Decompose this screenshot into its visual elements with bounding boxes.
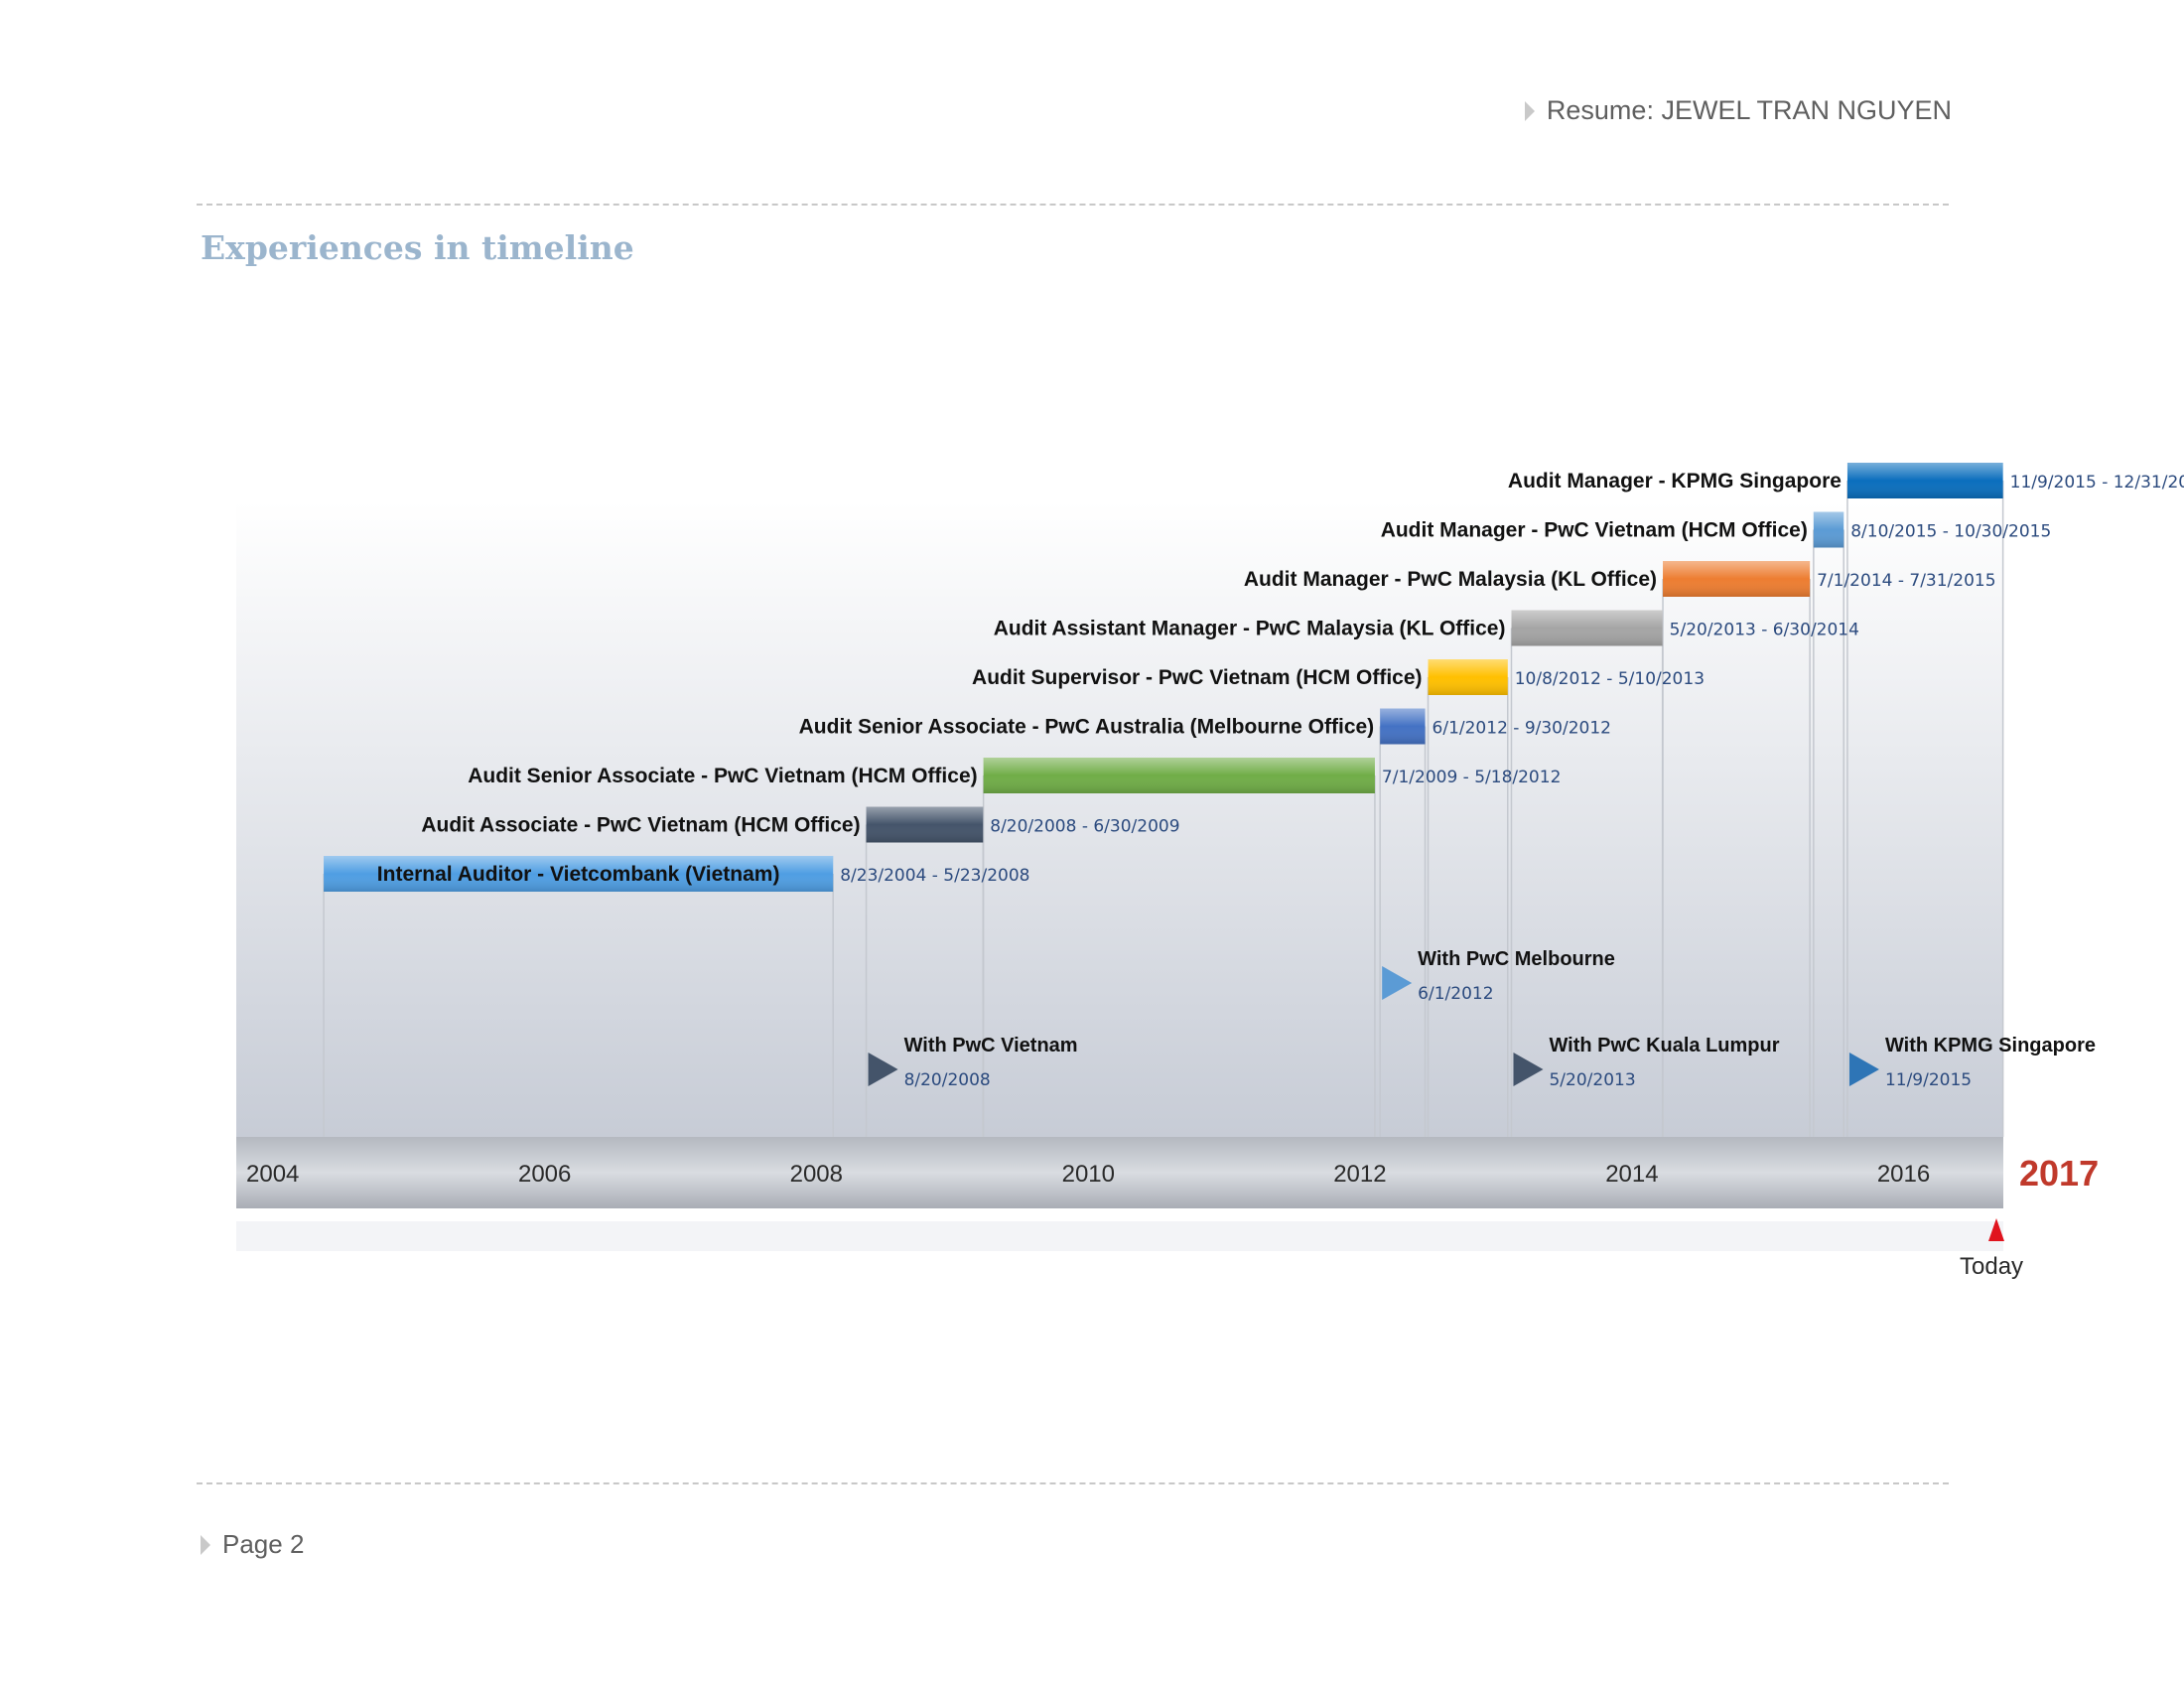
axis-reflection [236,1221,2003,1251]
task-date-range: 5/20/2013 - 6/30/2014 [1670,621,1859,640]
milestone-flag-icon [1513,1053,1544,1086]
task-date-range: 7/1/2009 - 5/18/2012 [1382,768,1561,787]
task-date-range: 7/1/2014 - 7/31/2015 [1817,571,1995,591]
milestone-label: With PwC Vietnam [904,1035,1078,1056]
milestone-date: 11/9/2015 [1885,1070,1972,1090]
axis-tick-label: 2012 [1333,1161,1386,1188]
task-bar-gloss [1428,659,1508,695]
task-bar-gloss [324,856,834,892]
task-date-range: 6/1/2012 - 9/30/2012 [1433,719,1611,739]
task-date-range: 11/9/2015 - 12/31/2016 [2010,473,2184,492]
task-bar-gloss [1813,511,1844,548]
milestone-flag-icon [1382,966,1413,1000]
top-divider [197,204,1949,206]
task-label: Audit Associate - PwC Vietnam (HCM Offic… [421,814,860,837]
bullet-arrow-icon [201,1534,210,1555]
chart-background [236,501,2003,1137]
axis-tick-label: 2014 [1605,1161,1658,1188]
task-bar-gloss [1663,561,1811,597]
page-footer: Page 2 [201,1529,304,1560]
axis-tick-label: 2004 [246,1161,299,1188]
task-date-range: 8/23/2004 - 5/23/2008 [840,866,1029,886]
axis-end-year: 2017 [2019,1153,2099,1194]
task-label: Audit Manager - PwC Vietnam (HCM Office) [1381,519,1808,542]
resume-header: Resume: JEWEL TRAN NGUYEN [1524,95,1952,126]
axis-tick-label: 2016 [1877,1161,1930,1188]
resume-title: Resume: JEWEL TRAN NGUYEN [1546,95,1952,125]
today-label: Today [1960,1253,2023,1280]
task-label: Audit Senior Associate - PwC Australia (… [799,716,1375,739]
milestone-label: With KPMG Singapore [1885,1035,2096,1056]
today-marker-icon [1988,1218,2004,1241]
task-bar-gloss [1511,610,1663,646]
task-label: Internal Auditor - Vietcombank (Vietnam) [377,863,780,886]
bottom-divider [197,1482,1949,1484]
task-bar-gloss [983,758,1375,793]
milestone-flag-icon [868,1053,898,1086]
task-label: Audit Manager - KPMG Singapore [1508,470,1842,492]
axis-tick-label: 2010 [1062,1161,1115,1188]
bullet-arrow-icon [1524,100,1535,121]
timeline-chart: Internal Auditor - Vietcombank (Vietnam)… [236,463,2184,1280]
milestone-flag-icon [1848,1053,1879,1086]
axis-tick-label: 2008 [790,1161,843,1188]
milestone-label: With PwC Kuala Lumpur [1549,1035,1779,1056]
year-axis-band [236,1137,2003,1208]
task-bar-gloss [1846,463,2003,498]
task-date-range: 8/20/2008 - 6/30/2009 [990,817,1179,837]
task-label: Audit Manager - PwC Malaysia (KL Office) [1244,568,1657,591]
axis-tick-label: 2006 [518,1161,571,1188]
milestone-date: 6/1/2012 [1418,984,1493,1004]
milestone-date: 5/20/2013 [1549,1070,1635,1090]
page-number: Page 2 [222,1529,305,1559]
task-date-range: 8/10/2015 - 10/30/2015 [1850,522,2051,542]
task-label: Audit Senior Associate - PwC Vietnam (HC… [468,765,977,787]
task-date-range: 10/8/2012 - 5/10/2013 [1515,669,1705,689]
section-heading: Experiences in timeline [201,228,634,267]
task-bar-gloss [866,806,984,843]
task-label: Audit Assistant Manager - PwC Malaysia (… [994,618,1506,640]
milestone-label: With PwC Melbourne [1418,948,1615,970]
milestone-date: 8/20/2008 [904,1070,991,1090]
task-bar-gloss [1380,708,1426,745]
task-label: Audit Supervisor - PwC Vietnam (HCM Offi… [972,666,1423,689]
